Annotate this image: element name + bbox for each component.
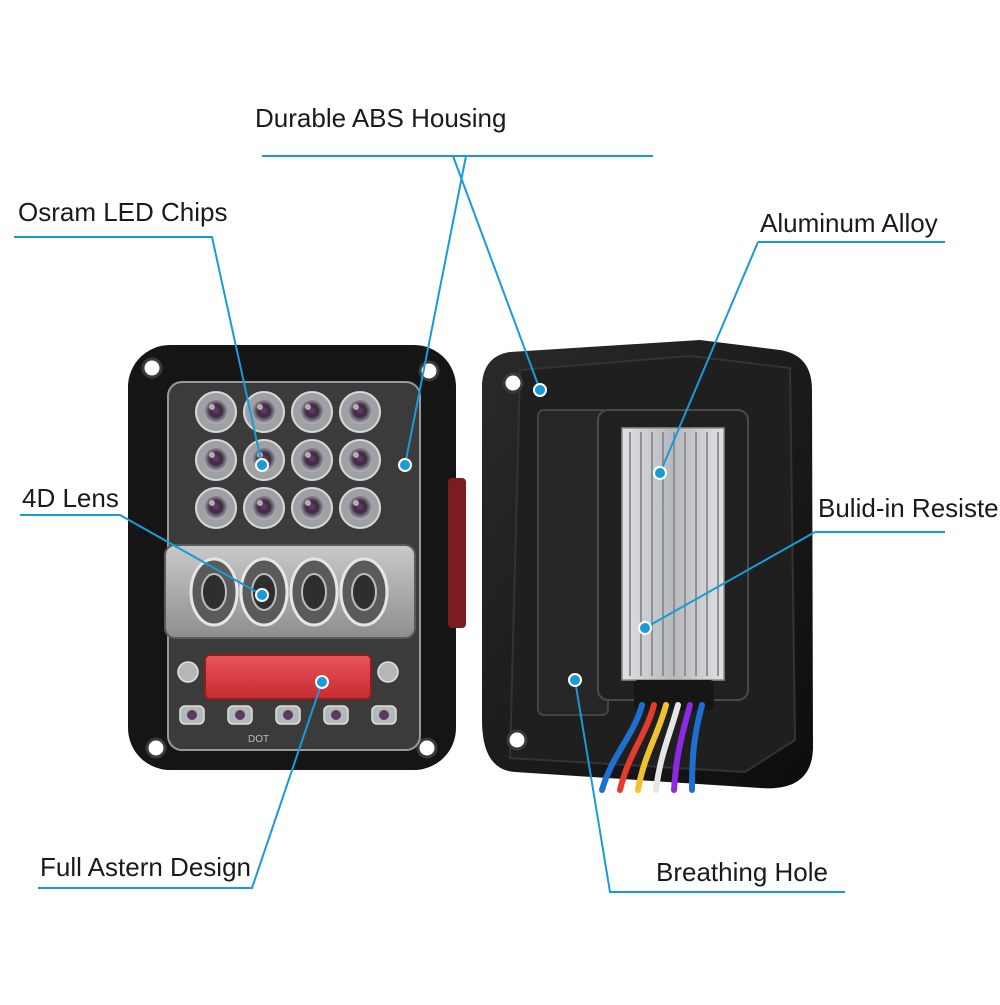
led-emitter <box>252 400 276 424</box>
lens-pod-inner <box>351 573 377 611</box>
led-emitter <box>300 400 324 424</box>
bottom-led-emitter <box>235 710 245 720</box>
leader-osram-led-chips <box>14 236 263 466</box>
bottom-leds <box>177 661 399 725</box>
led-chip <box>291 487 333 529</box>
leader-bulid-in-resister-diag <box>644 531 816 629</box>
led-glint <box>353 500 359 506</box>
label-bulid-in-resister: Bulid-in Resister <box>818 493 1000 523</box>
pointer-dot-breathing-hole <box>568 673 582 687</box>
back-lamp <box>482 340 813 793</box>
led-glint <box>209 452 215 458</box>
lens-pod-inner <box>301 573 327 611</box>
mount-hole-bottom-right <box>416 737 438 759</box>
label-aluminum-alloy: Aluminum Alloy <box>760 208 938 238</box>
bottom-led-emitter <box>283 710 293 720</box>
led-emitter <box>300 448 324 472</box>
led-chip <box>291 391 333 433</box>
back-mount-hole-top <box>502 372 524 394</box>
side-led <box>377 661 399 683</box>
wire <box>689 702 705 793</box>
pointer-dot-resister <box>638 621 652 635</box>
led-emitter <box>204 448 228 472</box>
side-led <box>177 661 199 683</box>
bottom-led-emitter <box>187 710 197 720</box>
led-glint <box>305 452 311 458</box>
led-emitter <box>348 496 372 520</box>
led-chip <box>195 487 237 529</box>
pointer-dot-lens <box>255 588 269 602</box>
led-chip <box>339 391 381 433</box>
bottom-led-emitter <box>379 710 389 720</box>
wire <box>635 702 669 793</box>
leader-4d-lens <box>20 514 263 596</box>
led-emitter <box>204 400 228 424</box>
side-marker <box>448 478 466 628</box>
leader-lines <box>14 155 945 893</box>
wire <box>671 702 693 793</box>
leader-full-astern-design <box>38 681 323 889</box>
led-chip <box>195 391 237 433</box>
wire <box>599 702 645 793</box>
wire <box>653 702 681 793</box>
leader-durable-abs-housing-diag <box>452 155 541 391</box>
pointer-dot-led-chips <box>255 458 269 472</box>
led-glint <box>353 404 359 410</box>
lens-pod-inner <box>201 573 227 611</box>
mount-hole-bottom-left <box>145 737 167 759</box>
led-glint <box>353 452 359 458</box>
mount-hole-top-left <box>141 357 163 379</box>
bottom-led-emitter <box>331 710 341 720</box>
led-chip <box>291 439 333 481</box>
led-glint <box>257 404 263 410</box>
led-emitter <box>252 496 276 520</box>
pointer-dot-astern <box>315 675 329 689</box>
leader-aluminum-alloy-diag <box>659 241 759 474</box>
led-emitter <box>204 496 228 520</box>
label-durable-abs-housing: Durable ABS Housing <box>255 103 507 133</box>
wire-harness <box>599 702 705 793</box>
led-glint <box>305 500 311 506</box>
leader-osram-led-chips-2 <box>404 155 467 466</box>
led-chip <box>195 439 237 481</box>
led-chip <box>243 487 285 529</box>
led-chip <box>339 439 381 481</box>
wire <box>617 702 657 793</box>
label-breathing-hole: Breathing Hole <box>656 857 828 887</box>
led-emitter <box>300 496 324 520</box>
led-emitter <box>348 448 372 472</box>
red-reflector <box>204 654 372 700</box>
label-full-astern-design: Full Astern Design <box>40 852 251 882</box>
pointer-dot-aluminum <box>653 466 667 480</box>
pointer-dot-abs-housing <box>533 383 547 397</box>
dot-marking: DOT <box>248 734 269 745</box>
label-4d-lens: 4D Lens <box>22 483 119 513</box>
led-glint <box>257 500 263 506</box>
leader-breathing-hole <box>574 679 845 893</box>
back-mount-hole-bottom <box>506 729 528 751</box>
pointer-dot-housing-edge <box>398 458 412 472</box>
led-chip <box>243 391 285 433</box>
led-glint <box>305 404 311 410</box>
led-chip <box>339 487 381 529</box>
led-emitter <box>348 400 372 424</box>
led-glint <box>209 500 215 506</box>
label-osram-led-chips: Osram LED Chips <box>18 197 228 227</box>
led-glint <box>209 404 215 410</box>
led-grid <box>195 391 381 529</box>
front-lamp: DOT <box>128 345 466 770</box>
